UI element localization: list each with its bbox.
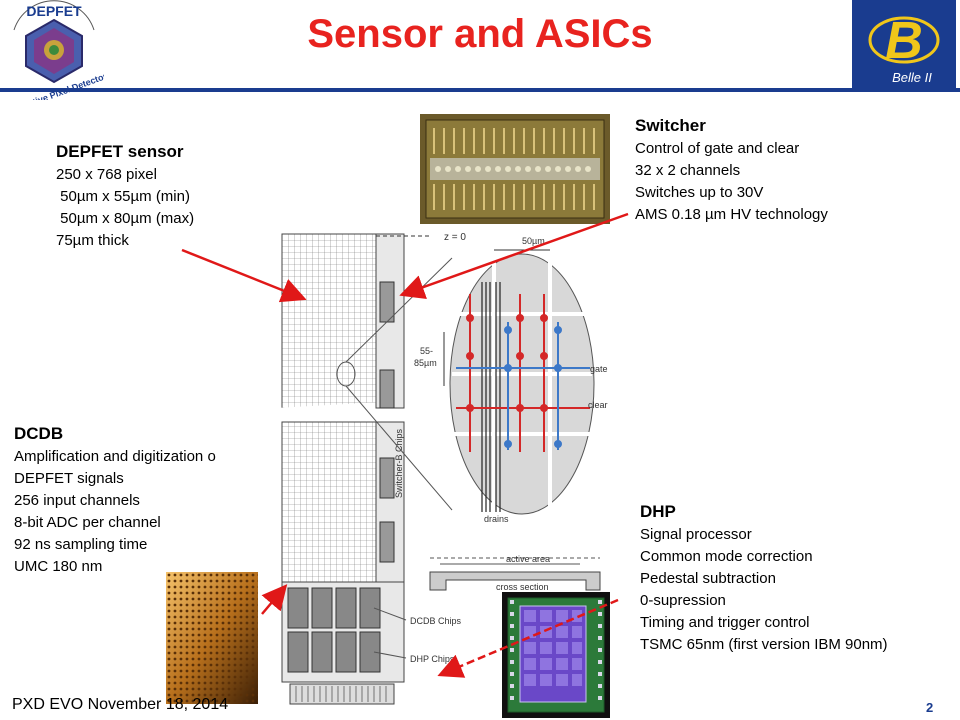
dhp-chips-label: DHP Chips: [410, 654, 455, 664]
sensor-diagram: Switcher-B Chips z = 0 50µm 55- 85µm: [276, 232, 608, 705]
cross-section-shape: [429, 571, 601, 591]
depfet-logo-text: DEPFET: [26, 3, 82, 19]
switcher-chip: [379, 457, 395, 499]
depfet-sensor-block: DEPFET sensor 250 x 768 pixel 50µm x 55µ…: [56, 140, 194, 252]
dhp-line: Common mode correction: [640, 548, 813, 565]
switcher-heading: Switcher: [635, 116, 706, 135]
dhp-line: 0-supression: [640, 592, 726, 609]
page-number: 2: [926, 700, 934, 715]
depfet-sensor-heading: DEPFET sensor: [56, 142, 184, 161]
switcher-chip-photo: [420, 114, 610, 224]
arrow-switcher: [399, 212, 629, 300]
dcdb-line: Amplification and digitization o: [14, 448, 216, 465]
sensor-pixel-matrix-top: [281, 233, 377, 409]
dcdb-chip-photo: [166, 572, 258, 704]
switcher-line: 32 x 2 channels: [635, 162, 741, 179]
depfet-sensor-line: 250 x 768 pixel: [56, 166, 157, 183]
dcdb-line: 92 ns sampling time: [14, 536, 148, 553]
dcdb-line: UMC 180 nm: [14, 558, 103, 575]
clear-label: clear: [588, 400, 608, 410]
page-title: Sensor and ASICs: [307, 12, 653, 56]
dhp-chip-photo: [502, 592, 610, 718]
belle-logo: B Belle II: [852, 0, 956, 88]
dhp-chip: [311, 631, 333, 673]
pitch-label-1: 55-: [420, 346, 433, 356]
dhp-line: Signal processor: [640, 526, 752, 543]
pitch-label-2: 85µm: [414, 358, 437, 368]
gate-label: gate: [590, 364, 608, 374]
arrow-dcdb: [261, 584, 288, 615]
cross-section-label: cross section: [496, 582, 549, 592]
switcher-block: Switcher Control of gate and clear 32 x …: [635, 114, 828, 226]
sensor-pixel-matrix-bottom: [281, 421, 377, 583]
dcdb-chip: [335, 587, 357, 629]
arrow-dhp: [437, 598, 619, 678]
dcdb-chip: [359, 587, 381, 629]
switcher-chip: [379, 369, 395, 409]
header-rule: [0, 88, 960, 92]
dcdb-line: 256 input channels: [14, 492, 140, 509]
switcher-chips-label: Switcher-B Chips: [394, 428, 404, 498]
dcdb-heading: DCDB: [14, 424, 64, 443]
dhp-line: TSMC 65nm (first version IBM 90nm): [640, 636, 888, 653]
dhp-line: Timing and trigger control: [640, 614, 810, 631]
depfet-logo: DEPFET Active Pixel Detector: [13, 0, 104, 100]
dcdb-block: DCDB Amplification and digitization o DE…: [14, 422, 264, 578]
arrow-sensor: [181, 248, 307, 303]
z-zero-label: z = 0: [444, 232, 466, 243]
active-area-label: active area: [506, 554, 550, 564]
drains-label: drains: [484, 514, 509, 524]
depfet-sensor-line: 75µm thick: [56, 232, 129, 249]
switcher-line: Switches up to 30V: [635, 184, 764, 201]
dhp-heading: DHP: [640, 502, 676, 521]
width-label: 50µm: [522, 236, 545, 246]
dcdb-chip: [287, 587, 309, 629]
switcher-line: Control of gate and clear: [635, 140, 800, 157]
dcdb-chips-label: DCDB Chips: [410, 616, 462, 626]
belle-logo-text: Belle II: [892, 70, 932, 85]
dcdb-chip: [311, 587, 333, 629]
dhp-block: DHP Signal processor Common mode correct…: [640, 500, 888, 656]
depfet-sensor-line: 50µm x 80µm (max): [56, 210, 195, 227]
dhp-chip: [287, 631, 309, 673]
switcher-line: AMS 0.18 µm HV technology: [635, 206, 828, 223]
depfet-sensor-line: 50µm x 55µm (min): [56, 188, 190, 205]
switcher-chip: [379, 521, 395, 563]
dhp-chip: [359, 631, 381, 673]
dhp-line: Pedestal subtraction: [640, 570, 776, 587]
belle-logo-letter: B: [885, 12, 923, 70]
dcdb-line: 8-bit ADC per channel: [14, 514, 161, 531]
dcdb-line: DEPFET signals: [14, 470, 124, 487]
dhp-chip: [335, 631, 357, 673]
footer-text: PXD EVO November 18, 2014: [12, 696, 229, 713]
